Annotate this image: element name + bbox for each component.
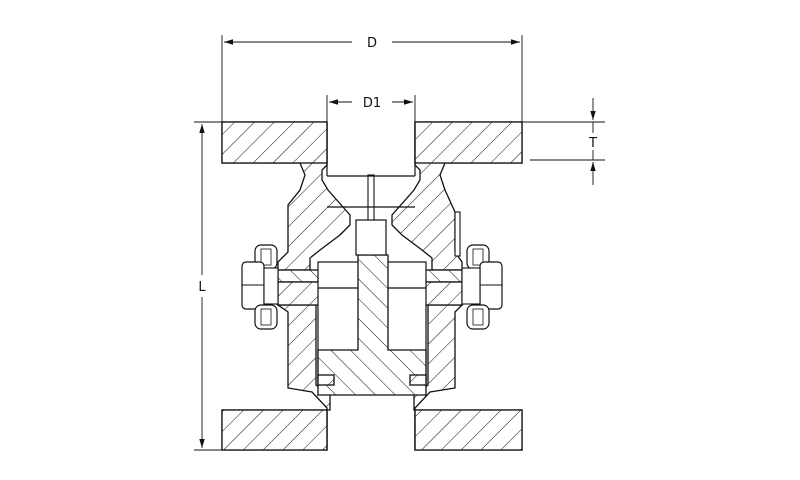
stem (367, 174, 375, 221)
dimension-d-label: D (367, 36, 377, 51)
dimension-l-label: L (198, 280, 206, 295)
right-nut-bottom (466, 304, 490, 330)
disc-notch-right (409, 374, 427, 386)
body-side-tab (454, 211, 461, 257)
valve-disc (317, 254, 427, 396)
stem-guide (355, 219, 387, 256)
left-bolt-shank (263, 267, 279, 305)
dimension-t: T (522, 98, 605, 185)
dimension-d1-label: D1 (363, 96, 381, 111)
dimension-d: D (221, 35, 523, 122)
disc-notch-left (317, 374, 335, 386)
dimension-t-label: T (588, 136, 597, 151)
right-bolt-assembly (461, 244, 503, 330)
left-bolt-assembly (241, 244, 279, 330)
bottom-flange-right (414, 409, 523, 451)
left-nut-bottom (254, 304, 278, 330)
right-bolt-head (479, 261, 503, 310)
dimension-d1: D1 (326, 95, 416, 122)
left-bolt-head (241, 261, 265, 310)
right-bolt-shank (461, 267, 481, 305)
bottom-flange-left (221, 409, 328, 451)
dimension-l: L (194, 121, 222, 451)
top-flange-right (414, 121, 523, 164)
top-flange-left (221, 121, 328, 164)
